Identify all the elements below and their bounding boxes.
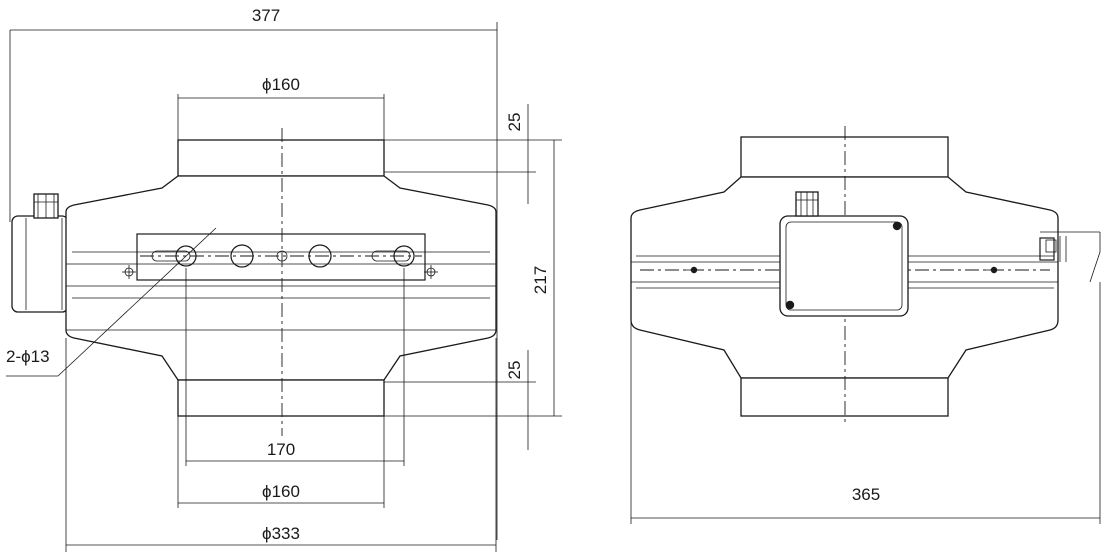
dim-outlet-diameter: ϕ160 (177, 416, 385, 508)
dim-label-hole-spec: 2-ϕ13 (6, 347, 50, 366)
dim-label-collar-bottom: 25 (505, 361, 524, 380)
dim-body-diameter: ϕ333 (65, 338, 497, 552)
dim-vertical-group: 25 217 25 (384, 104, 562, 450)
terminal-box-cover (779, 191, 909, 317)
dim-label-side-depth: 365 (852, 485, 880, 504)
side-mount-points (686, 266, 1002, 274)
mounting-bracket (122, 233, 438, 281)
front-view: 377 ϕ160 (6, 6, 562, 552)
dim-label-total-height: 217 (531, 266, 550, 294)
dim-side-depth: 365 (630, 282, 1101, 524)
dim-hole-spacing: 170 (185, 268, 405, 466)
side-view: 365 (630, 126, 1101, 524)
dim-overall-width: 377 (9, 6, 498, 540)
fan-body-front (65, 139, 497, 417)
leader-hole-spec: 2-ϕ13 (6, 227, 217, 377)
side-clamp (1039, 231, 1101, 283)
dim-label-body-diameter: ϕ333 (262, 524, 300, 543)
junction-box (11, 193, 69, 313)
dim-label-collar-top: 25 (505, 113, 524, 132)
dim-label-hole-spacing: 170 (267, 440, 295, 459)
dim-label-outlet-diameter: ϕ160 (262, 482, 300, 501)
dim-inlet-diameter: ϕ160 (177, 75, 385, 140)
dim-label-inlet-diameter: ϕ160 (262, 75, 300, 94)
dim-label-overall-width: 377 (252, 6, 280, 25)
